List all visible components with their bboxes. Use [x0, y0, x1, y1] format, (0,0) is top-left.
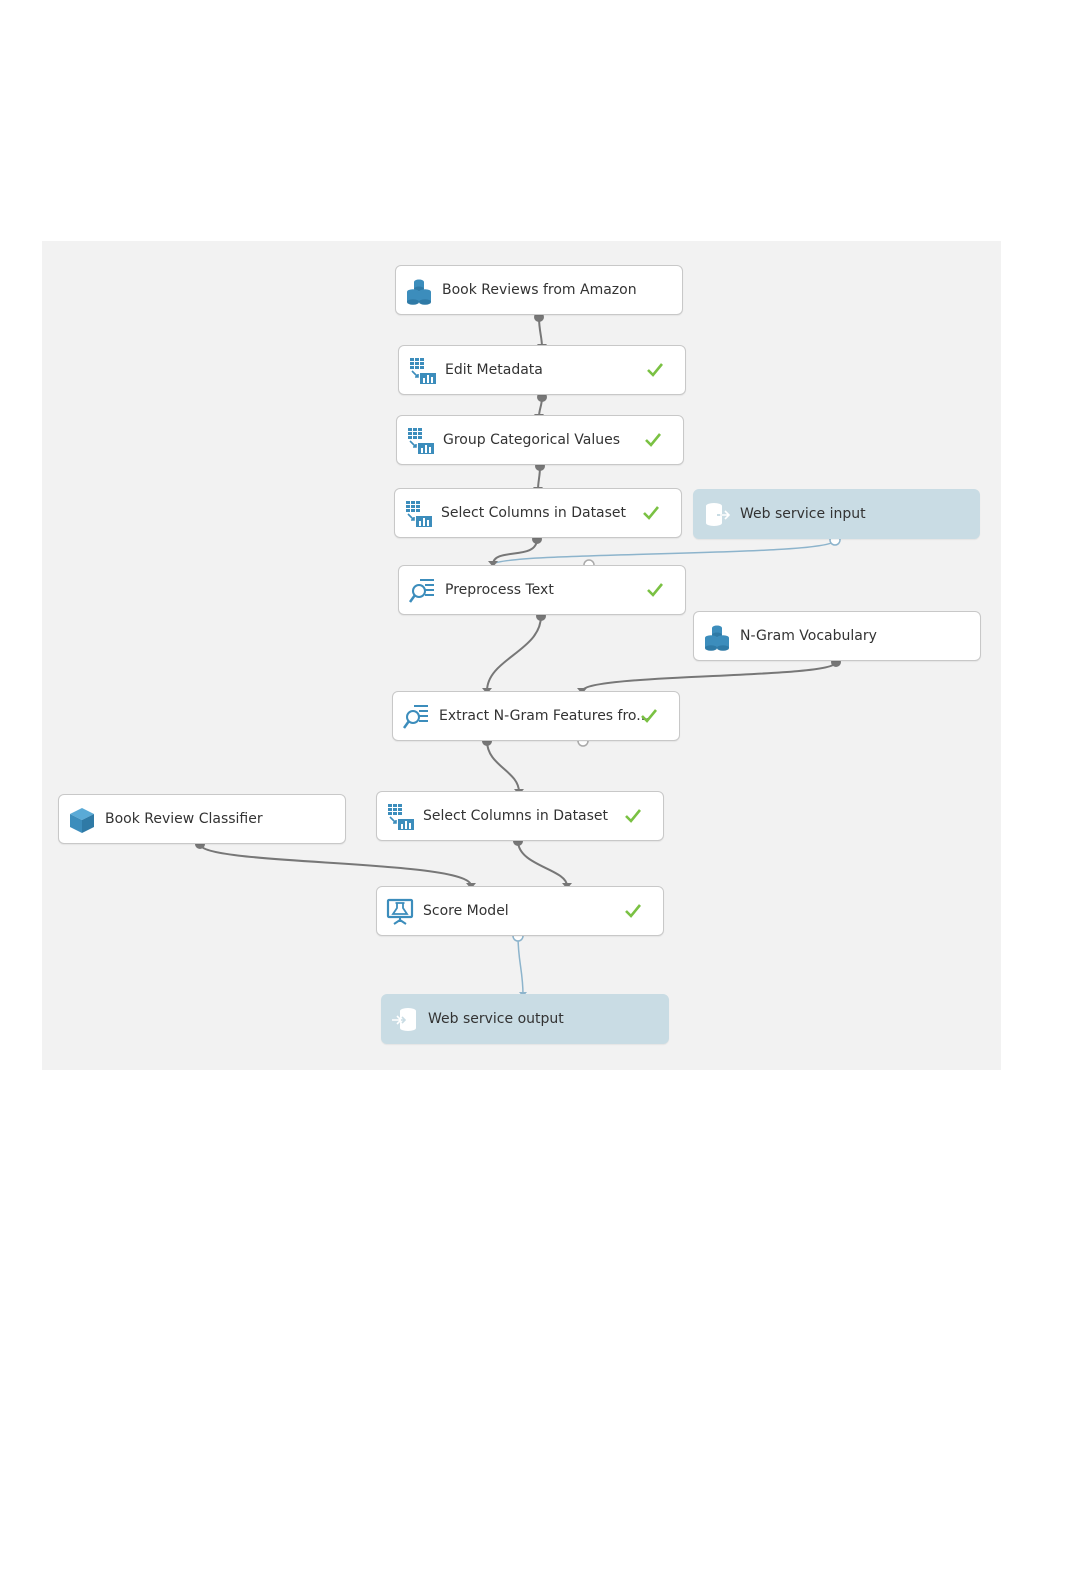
edge-classifier-to-score-model[interactable] [199, 843, 473, 887]
node-book-reviews[interactable]: Book Reviews from Amazon [395, 265, 683, 315]
completed-check-icon [625, 904, 642, 918]
data-transform-icon [388, 804, 414, 830]
completed-check-icon [643, 506, 660, 520]
edge-score-model-to-web-service-output[interactable] [517, 935, 524, 996]
node-label: Preprocess Text [445, 582, 554, 598]
node-label: Score Model [423, 903, 509, 919]
dataset-icon [705, 625, 729, 651]
text-analytics-icon [402, 705, 428, 729]
data-transform-icon [406, 501, 432, 527]
node-select-columns-2[interactable]: Select Columns in Dataset [376, 791, 664, 841]
node-label: Book Review Classifier [105, 811, 263, 827]
edge-select-columns-to-score-model[interactable] [517, 840, 568, 887]
node-label: Web service output [428, 1011, 564, 1027]
edge-select-columns-to-preprocess-text[interactable] [492, 538, 538, 565]
completed-check-icon [645, 433, 662, 447]
edge-web-service-input-to-preprocess-text[interactable] [492, 539, 836, 565]
node-web-service-input[interactable]: Web service input [693, 489, 980, 539]
node-label: Edit Metadata [445, 362, 543, 378]
node-label: Group Categorical Values [443, 432, 620, 448]
node-label: Extract N-Gram Features fro... [439, 708, 650, 724]
dataset-icon [407, 279, 431, 305]
trained-model-icon [70, 808, 94, 833]
node-preprocess-text[interactable]: Preprocess Text [398, 565, 686, 615]
experiment-canvas[interactable]: Book Reviews from Amazon Edit Metadata G… [42, 241, 1001, 1070]
web-service-input-icon [706, 503, 731, 526]
node-label: Select Columns in Dataset [423, 808, 609, 824]
data-transform-icon [410, 358, 436, 384]
web-service-output-icon [392, 1008, 416, 1031]
node-book-review-classifier[interactable]: Book Review Classifier [58, 794, 346, 844]
node-score-model[interactable]: Score Model [376, 886, 664, 936]
node-label: N-Gram Vocabulary [740, 628, 877, 644]
node-label: Book Reviews from Amazon [442, 282, 637, 298]
completed-check-icon [647, 363, 664, 377]
node-label: Select Columns in Dataset [441, 505, 627, 521]
score-model-icon [386, 898, 414, 925]
node-web-service-output[interactable]: Web service output [381, 994, 669, 1044]
node-extract-ngram[interactable]: Extract N-Gram Features fro... [392, 691, 680, 741]
data-transform-icon [408, 428, 434, 454]
node-group-categorical[interactable]: Group Categorical Values [396, 415, 684, 465]
completed-check-icon [641, 709, 658, 723]
text-analytics-icon [408, 579, 434, 603]
node-ngram-vocabulary[interactable]: N-Gram Vocabulary [693, 611, 981, 661]
node-label: Web service input [740, 506, 866, 522]
edge-preprocess-text-to-extract-ngram[interactable] [486, 615, 542, 692]
edge-ngram-vocabulary-to-extract-ngram[interactable] [581, 661, 837, 692]
completed-check-icon [625, 809, 642, 823]
completed-check-icon [647, 583, 664, 597]
node-select-columns-1[interactable]: Select Columns in Dataset [394, 488, 682, 538]
node-edit-metadata[interactable]: Edit Metadata [398, 345, 686, 395]
edge-extract-ngram-to-select-columns[interactable] [486, 740, 520, 793]
